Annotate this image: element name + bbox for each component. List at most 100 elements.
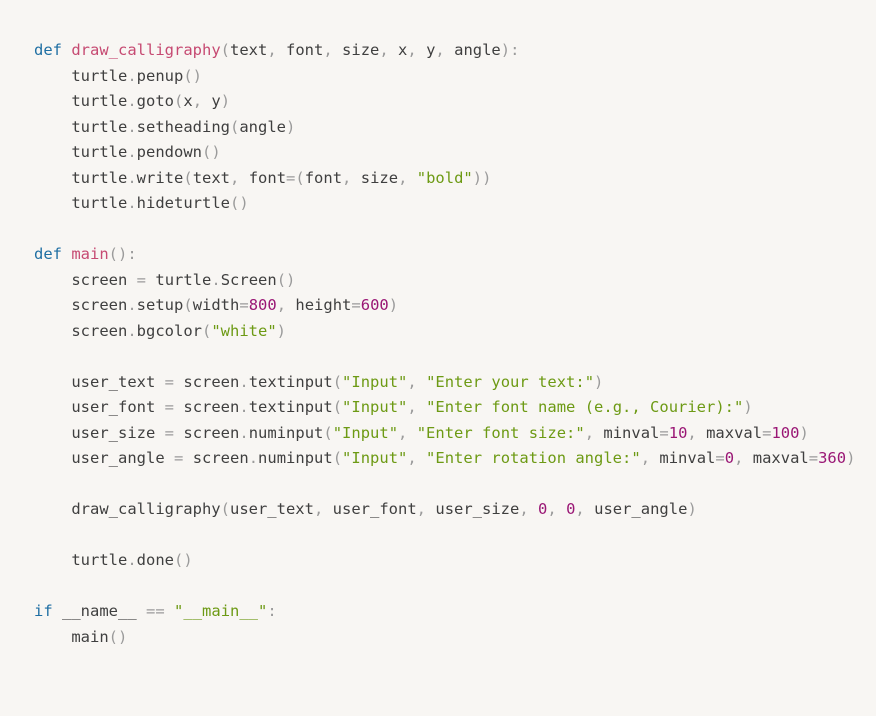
code-token [417, 398, 426, 416]
code-token: 600 [360, 296, 389, 314]
code-token: ) [594, 372, 604, 391]
code-token: "Enter font name (e.g., Courier):" [426, 398, 744, 416]
code-token [34, 449, 71, 467]
code-line: if __name__ == "__main__": [34, 599, 855, 625]
code-line [34, 217, 855, 243]
code-token [585, 500, 594, 518]
code-token: . [211, 270, 221, 289]
code-token [174, 398, 183, 416]
code-token: , [407, 398, 417, 416]
code-token: ( [323, 423, 333, 442]
code-token: = [351, 296, 361, 314]
code-token: maxval [752, 449, 809, 467]
code-token [351, 169, 360, 187]
code-token: , [640, 449, 651, 467]
code-token: , [547, 500, 557, 518]
code-token: , [267, 41, 277, 59]
code-token: if [34, 602, 53, 620]
code-token: = [164, 372, 175, 391]
code-token: : [267, 602, 277, 620]
code-token: ( [230, 117, 240, 136]
code-line [34, 472, 855, 498]
code-token: ) [846, 449, 856, 467]
code-token: ( [183, 296, 193, 314]
code-line: turtle.hideturtle() [34, 191, 855, 217]
code-token: user_size [71, 423, 156, 442]
code-token: , [230, 168, 240, 187]
code-token: "Input" [342, 398, 408, 416]
code-token: 360 [818, 449, 847, 467]
code-token: () [174, 551, 193, 569]
code-line: screen.setup(width=800, height=600) [34, 293, 855, 319]
code-token [34, 398, 71, 416]
code-token: "Enter your text:" [426, 372, 595, 391]
code-token: ( [220, 500, 230, 518]
code-token: 100 [771, 423, 800, 442]
code-token: ) [743, 398, 753, 416]
code-token: pendown [136, 143, 202, 161]
code-token: , [734, 449, 744, 467]
code-token [146, 271, 155, 289]
code-token: ): [500, 41, 520, 59]
code-token [333, 41, 342, 59]
code-token: . [239, 398, 249, 416]
code-token: "Input" [342, 449, 408, 467]
code-line: user_font = screen.textinput("Input", "E… [34, 395, 855, 421]
code-token: ) [799, 423, 809, 442]
code-token: . [127, 92, 137, 110]
code-token: . [248, 449, 259, 467]
code-token: x [398, 41, 408, 59]
code-token [155, 398, 164, 416]
code-token: , [575, 500, 585, 518]
code-token: ( [220, 41, 230, 59]
code-token: minval [659, 449, 716, 467]
code-token: done [136, 551, 174, 569]
code-token: ( [174, 92, 184, 110]
code-token: font [286, 41, 324, 59]
code-token [34, 322, 71, 340]
code-token: = [715, 449, 725, 467]
code-token: . [239, 423, 249, 442]
code-token: ( [332, 449, 343, 467]
code-token [426, 500, 435, 518]
code-token: turtle [71, 117, 128, 136]
code-token [417, 373, 426, 391]
code-token: size [360, 168, 399, 187]
code-token [417, 449, 426, 467]
code-token [277, 41, 286, 59]
code-token: turtle [71, 143, 128, 161]
code-token: ( [332, 398, 343, 416]
code-line [34, 344, 855, 370]
code-token [127, 271, 136, 289]
code-token: text [192, 168, 231, 187]
code-token: () [230, 194, 249, 212]
code-token [594, 424, 603, 442]
code-token: . [127, 143, 137, 161]
code-token: () [183, 66, 203, 85]
code-token [34, 296, 71, 314]
code-token [239, 169, 248, 187]
code-line: user_size = screen.numinput("Input", "En… [34, 421, 855, 447]
code-token [650, 449, 659, 467]
code-token: ( [332, 372, 343, 391]
code-token: screen [183, 398, 240, 416]
code-token [34, 424, 71, 442]
code-token: screen [71, 270, 128, 289]
code-token: turtle [155, 270, 212, 289]
code-line: user_angle = screen.numinput("Input", "E… [34, 446, 855, 472]
code-token: , [379, 41, 389, 59]
code-token: screen [71, 296, 128, 314]
code-token: y [211, 92, 221, 110]
code-token: main [71, 245, 109, 263]
code-token: "Input" [332, 423, 399, 442]
code-token: turtle [71, 168, 128, 187]
code-token [202, 92, 211, 110]
code-token: user_angle [71, 449, 165, 467]
code-line: user_text = screen.textinput("Input", "E… [34, 370, 855, 396]
code-token: , [435, 41, 445, 59]
code-token: screen [183, 372, 240, 391]
code-token: . [127, 117, 137, 136]
code-line: turtle.penup() [34, 64, 855, 90]
code-token: size [342, 41, 380, 59]
code-token [155, 373, 164, 391]
